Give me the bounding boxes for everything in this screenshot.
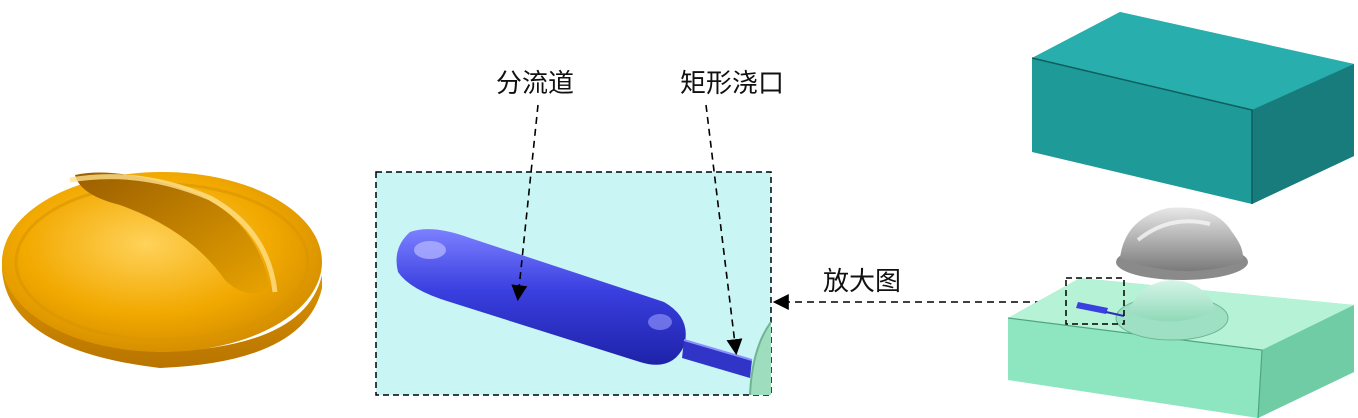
runner-leader-arrow [511, 104, 539, 302]
magnified-inset [375, 171, 772, 396]
upper-mold-block [1031, 12, 1354, 204]
cavity-edge [750, 322, 771, 395]
magnified-label: 放大图 [823, 267, 901, 297]
runner-small [1076, 302, 1125, 317]
runner-shape [396, 229, 686, 365]
rect-gate-leader-arrow [705, 104, 743, 356]
lower-mold-block [1007, 278, 1354, 418]
runner-label: 分流道 [496, 69, 574, 99]
plastic-part [2, 172, 322, 368]
zoom-region-frame [1065, 277, 1125, 325]
gate-shape [682, 339, 753, 378]
molded-part-gray [1116, 207, 1248, 280]
rect-gate-label: 矩形浇口 [680, 69, 784, 99]
